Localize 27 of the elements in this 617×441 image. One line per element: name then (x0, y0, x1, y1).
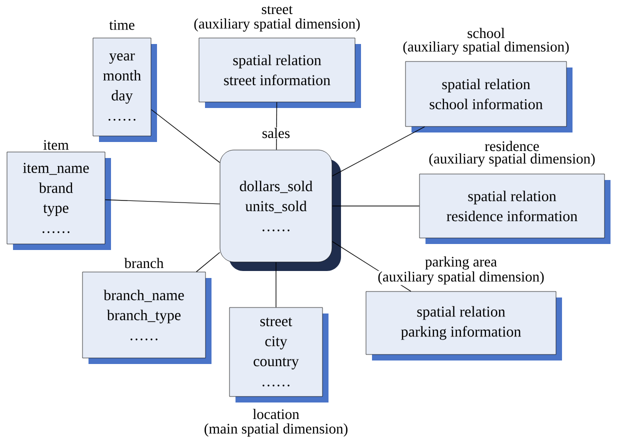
dimension-box: branch_name branch_type …… (82, 272, 212, 364)
connector-line (196, 252, 220, 272)
box-heading: (auxiliary spatial dimension) (428, 152, 596, 168)
dimension-box: spatial relation parking information (366, 291, 562, 360)
dimension-box: item_name brand type …… (6, 152, 111, 250)
box-heading: (main spatial dimension) (203, 422, 349, 438)
box-heading: (auxiliary spatial dimension) (193, 18, 361, 32)
box-heading: street (260, 5, 294, 15)
box-heading: residence (484, 140, 540, 152)
box-heading: school (466, 27, 506, 39)
box-heading: item (42, 140, 70, 150)
box-heading: (auxiliary spatial dimension) (402, 40, 570, 56)
box-heading: parking area (424, 256, 498, 270)
dimension-box: year month day …… (92, 38, 157, 142)
box-heading: time (108, 20, 136, 30)
dimension-box: street city country …… (229, 307, 328, 402)
connector-line (150, 109, 220, 163)
box-heading: (auxiliary spatial dimension) (377, 270, 545, 286)
dimension-box: spatial relation residence information (419, 174, 610, 244)
fact-box: dollars_sold units_sold …… (220, 150, 341, 271)
connector-line (332, 126, 426, 176)
dimension-box: spatial relation school information (405, 61, 572, 132)
box-heading: branch (124, 257, 164, 269)
box-heading: location (252, 408, 300, 420)
box-heading: sales (261, 127, 291, 139)
connector-line (104, 199, 220, 204)
dimension-box: spatial relation street information (198, 38, 361, 108)
